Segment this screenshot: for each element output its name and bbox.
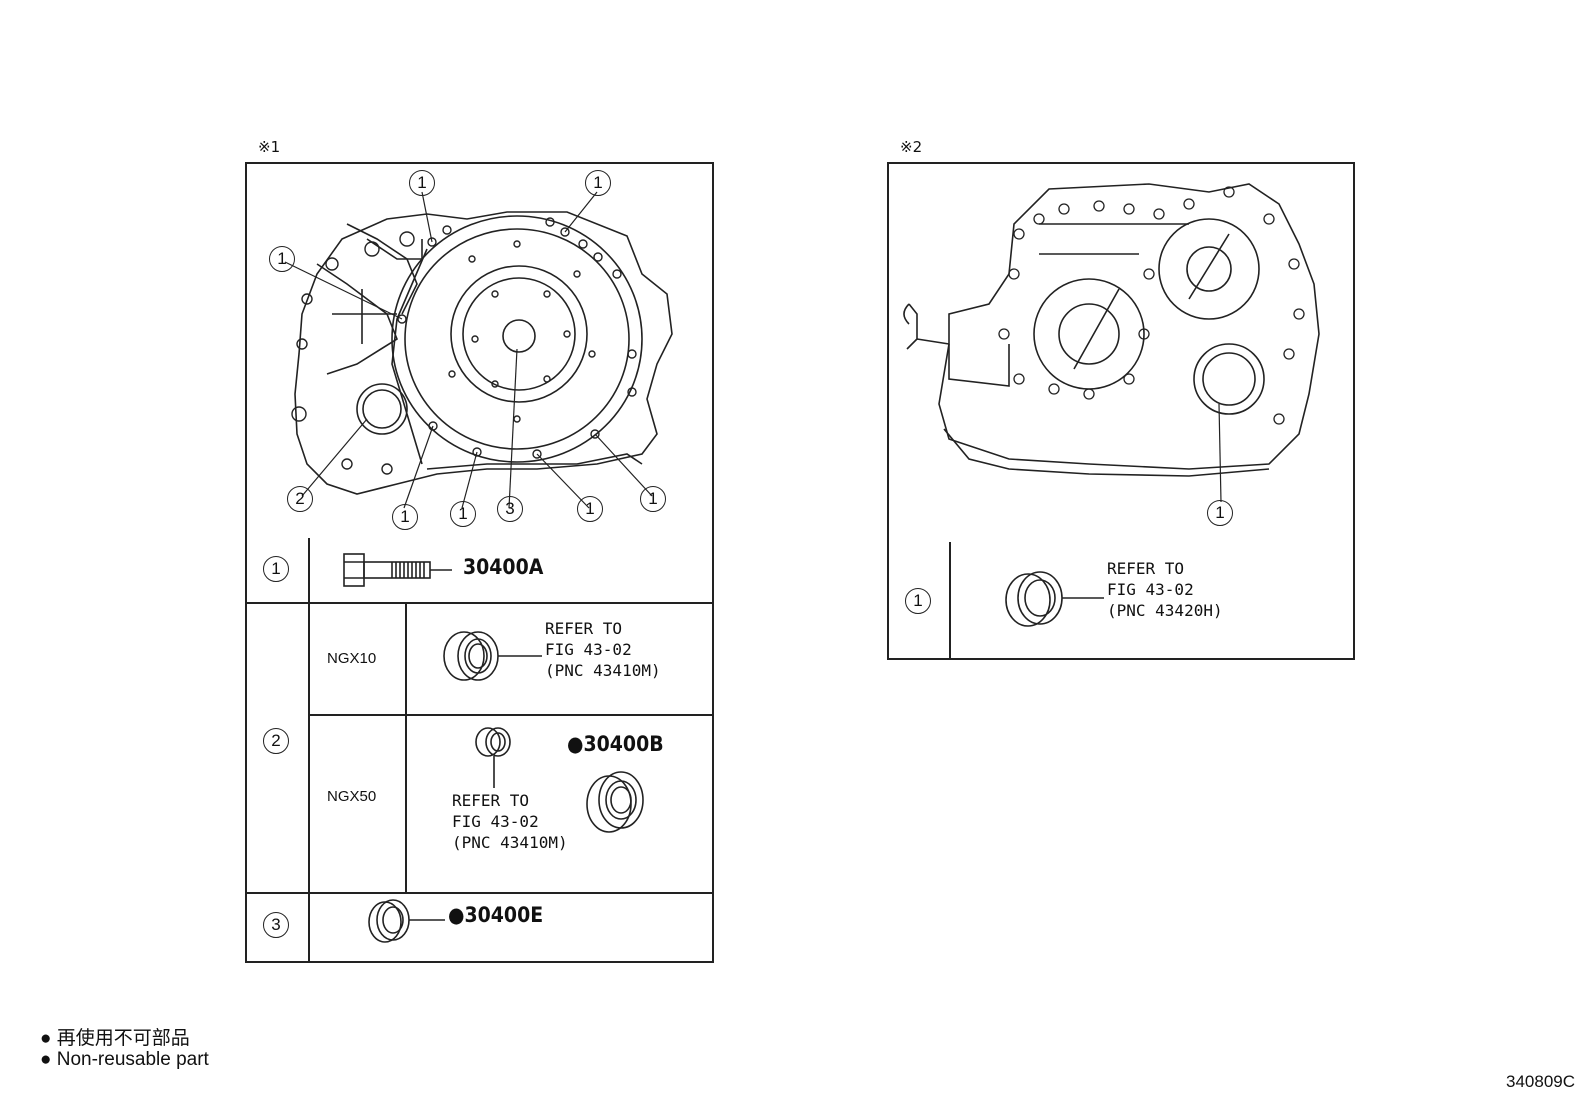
part-number-30400B: ●30400B <box>567 732 664 756</box>
figure-left-parts-table: 1 30400A 2 NGX10 REFER TO FIG 43-02 (PNC… <box>245 538 714 963</box>
refer-line: (PNC 43410M) <box>545 661 661 680</box>
legend-non-reusable-en: ● Non-reusable part <box>40 1049 209 1070</box>
callout-1: 1 <box>577 496 603 522</box>
refer-line: REFER TO <box>1107 559 1185 578</box>
row-index-1: 1 <box>905 588 931 614</box>
callout-1: 1 <box>392 504 418 530</box>
callout-2: 2 <box>287 486 313 512</box>
callout-1: 1 <box>450 501 476 527</box>
bushing-icon <box>475 727 511 788</box>
callout-1: 1 <box>409 170 435 196</box>
refer-line: (PNC 43410M) <box>452 833 568 852</box>
callout-3: 3 <box>497 496 523 522</box>
oil-seal-icon <box>368 899 445 943</box>
callout-1: 1 <box>585 170 611 196</box>
refer-line: (PNC 43420H) <box>1107 601 1223 620</box>
part-number-30400A: 30400A <box>463 555 544 579</box>
transaxle-front-view-illustration <box>284 191 673 509</box>
figure-left-diagram-box: 1 1 1 2 1 1 3 1 1 <box>245 162 714 540</box>
oil-seal-icon <box>443 631 542 681</box>
refer-line: FIG 43-02 <box>1107 580 1194 599</box>
row-index-1: 1 <box>263 556 289 582</box>
oil-seal-icon <box>1005 571 1104 627</box>
callout-1: 1 <box>269 246 295 272</box>
callout-1: 1 <box>1207 500 1233 526</box>
transaxle-side-view-illustration <box>903 183 1320 503</box>
figure-right-parts-table: 1 REFER TO FIG 43-02 (PNC 43420H) <box>887 542 1355 660</box>
model-ngx10: NGX10 <box>327 650 377 667</box>
legend-non-reusable-jp: ● 再使用不可部品 <box>40 1028 190 1049</box>
refer-line: FIG 43-02 <box>452 812 539 831</box>
refer-line: FIG 43-02 <box>545 640 632 659</box>
illustration-code: 340809C <box>1506 1072 1576 1091</box>
part-number-30400E: ●30400E <box>448 903 544 927</box>
model-ngx50: NGX50 <box>327 788 377 805</box>
callout-1: 1 <box>640 486 666 512</box>
figure-right-label: ※2 <box>900 138 923 156</box>
row-index-3: 3 <box>263 912 289 938</box>
refer-line: REFER TO <box>452 791 530 810</box>
bolt-icon <box>343 553 452 587</box>
oil-seal-icon <box>586 771 644 833</box>
row-index-2: 2 <box>263 728 289 754</box>
refer-line: REFER TO <box>545 619 623 638</box>
figure-right-diagram-box: 1 <box>887 162 1355 544</box>
figure-left-label: ※1 <box>258 138 281 156</box>
